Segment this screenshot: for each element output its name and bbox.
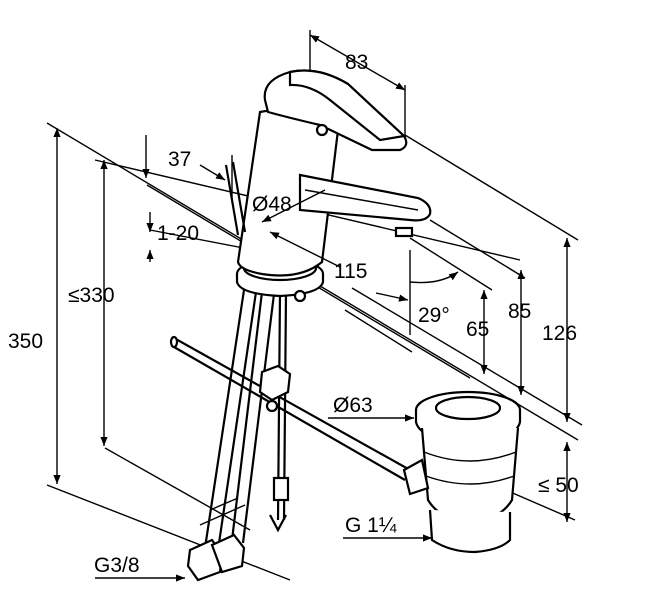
hose-nut-right: [210, 533, 246, 574]
dim-mounting-thickness: 1-20: [157, 222, 199, 245]
rod-clip: [272, 476, 290, 502]
popup-rod: [258, 291, 292, 533]
dim-handle-clearance: 37: [168, 148, 191, 171]
dim-spout-projection: 115: [334, 260, 367, 283]
faucet-body: [224, 69, 432, 303]
dim-max-height: ≤330: [68, 284, 115, 307]
dim-handle-length: 83: [345, 51, 368, 74]
popup-waste: [402, 390, 522, 554]
dim-body-diameter: Ø48: [252, 193, 292, 216]
dim-waste-depth: ≤ 50: [538, 474, 579, 497]
dim-total-height: 350: [8, 330, 43, 353]
supply-hoses: [186, 289, 276, 582]
spout: [298, 173, 432, 222]
dimension-labels: 83 37 Ø48 1-20 115 29° ≤330 350 65 85 12…: [8, 51, 579, 577]
aerator: [394, 226, 414, 238]
dim-waste-thread: G 1¼: [345, 514, 397, 537]
dim-outlet-height: 85: [508, 300, 531, 323]
counter-rod: [169, 335, 411, 481]
dim-spout-angle: 29°: [418, 304, 450, 327]
dim-hose-thread: G3/8: [94, 554, 140, 577]
dim-waste-diameter: Ø63: [333, 394, 373, 417]
dim-spout-height: 65: [466, 318, 489, 341]
dim-top-height: 126: [542, 322, 577, 345]
rod-connector: [258, 364, 292, 402]
dimension-arrows: [53, 30, 571, 582]
